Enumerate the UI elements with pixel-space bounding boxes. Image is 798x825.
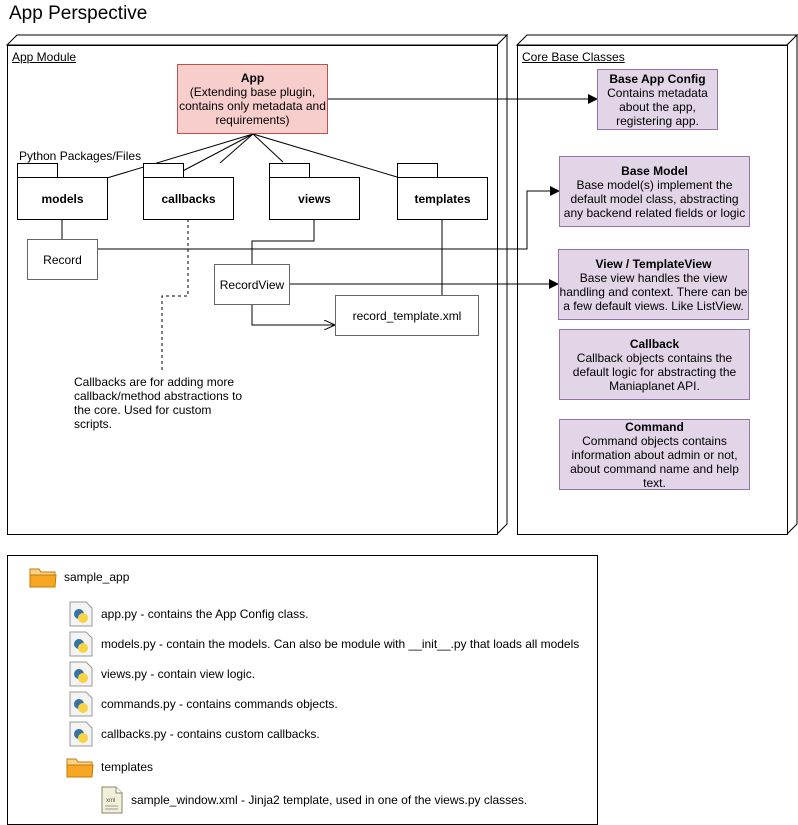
tree-file-callbacks: callbacks.py - contains custom callbacks…	[69, 721, 320, 747]
record-box: Record	[27, 239, 98, 280]
view-templateview-title: View / TemplateView	[595, 256, 712, 271]
python-file-icon	[69, 661, 93, 687]
command-desc: Command objects contains information abo…	[570, 433, 739, 490]
python-packages-label: Python Packages/Files	[19, 149, 142, 163]
python-file-icon	[69, 601, 93, 627]
app-box-desc: (Extending base plugin, contains only me…	[179, 85, 326, 127]
tree-folder-templates-label: templates	[101, 760, 154, 774]
tree-root: sample_app	[29, 566, 129, 588]
callback-desc: Callback objects contains the default lo…	[572, 350, 737, 393]
tree-folder-templates: templates	[66, 756, 153, 778]
record-view-box: RecordView	[214, 264, 290, 305]
package-callbacks: callbacks	[143, 177, 234, 220]
view-templateview-desc: Base view handles the view handling and …	[559, 270, 748, 313]
view-templateview-box: View / TemplateView Base view handles th…	[558, 249, 749, 320]
tree-file-xml-label: sample_window.xml - Jinja2 template, use…	[131, 793, 528, 807]
package-models-tab	[17, 163, 58, 178]
callbacks-note: Callbacks are for adding more callback/m…	[74, 375, 243, 431]
tree-file-views-label: views.py - contain view logic.	[101, 667, 256, 681]
tree-file-models-label: models.py - contain the models. Can also…	[101, 637, 580, 651]
core-base-classes-label: Core Base Classes	[522, 50, 625, 64]
base-app-config-box: Base App Config Contains metadata about …	[597, 69, 718, 130]
package-models: models	[17, 177, 108, 220]
command-title: Command	[625, 419, 684, 434]
command-box: Command Command objects contains informa…	[559, 419, 750, 490]
xml-icon-text: xml	[106, 798, 115, 804]
folder-icon	[66, 756, 94, 778]
tree-file-commands-label: commands.py - contains commands objects.	[101, 697, 338, 711]
base-model-box: Base Model Base model(s) implement the d…	[559, 156, 750, 227]
python-file-icon	[69, 691, 93, 717]
xml-file-icon: xml	[101, 786, 123, 814]
tree-file-app-label: app.py - contains the App Config class.	[101, 607, 309, 621]
tree-root-label: sample_app	[64, 570, 130, 584]
base-model-title: Base Model	[621, 163, 688, 178]
app-box: App (Extending base plugin, contains onl…	[177, 64, 328, 134]
base-model-desc: Base model(s) implement the default mode…	[563, 177, 746, 220]
record-template-box: record_template.xml	[335, 295, 479, 336]
callback-title: Callback	[629, 336, 680, 351]
callback-box: Callback Callback objects contains the d…	[559, 329, 750, 400]
tree-file-callbacks-label: callbacks.py - contains custom callbacks…	[101, 727, 320, 741]
tree-file-app: app.py - contains the App Config class.	[69, 601, 308, 627]
folder-icon	[29, 566, 57, 588]
app-box-title: App	[240, 71, 265, 85]
tree-file-views: views.py - contain view logic.	[69, 661, 255, 687]
file-tree-panel: sample_app app.py - contains the App Con…	[7, 555, 598, 825]
package-views-tab	[269, 163, 310, 178]
package-templates-tab	[397, 163, 438, 178]
tree-file-models: models.py - contain the models. Can also…	[69, 631, 579, 657]
page-title: App Perspective	[9, 3, 148, 24]
base-app-config-title: Base App Config	[609, 71, 706, 86]
base-app-config-desc: Contains metadata about the app, registe…	[607, 85, 708, 128]
app-module-label: App Module	[12, 50, 77, 64]
python-file-icon	[69, 721, 93, 747]
package-templates: templates	[397, 177, 488, 220]
tree-file-commands: commands.py - contains commands objects.	[69, 691, 338, 717]
package-callbacks-tab	[143, 163, 184, 178]
python-file-icon	[69, 631, 93, 657]
package-views: views	[269, 177, 360, 220]
tree-file-xml: xml sample_window.xml - Jinja2 template,…	[101, 786, 527, 814]
